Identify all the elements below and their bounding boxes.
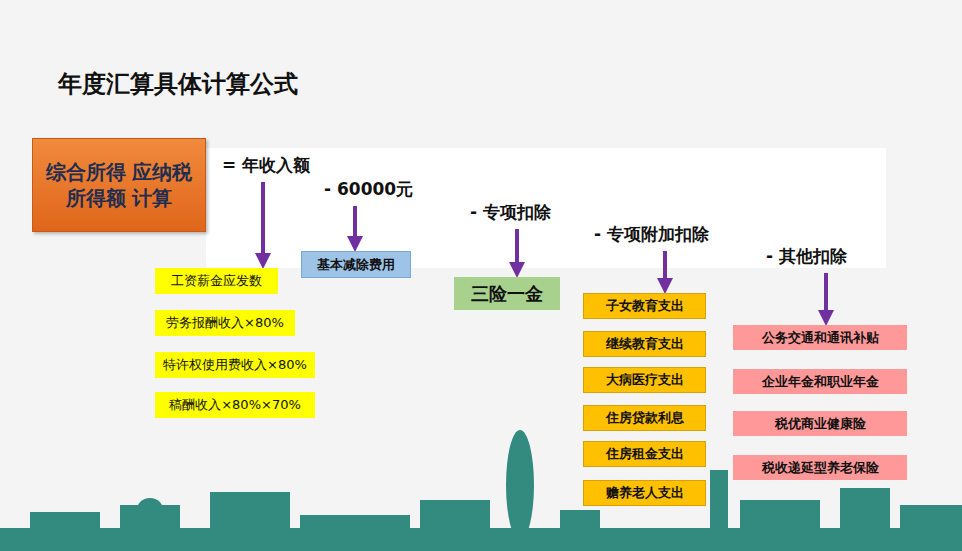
formula-term: - 专项附加扣除 — [586, 221, 717, 248]
down-arrow — [261, 182, 265, 265]
node-text: 赡养老人支出 — [606, 484, 684, 502]
node-text: 劳务报酬收入×80% — [166, 314, 284, 332]
node-text: 税优商业健康险 — [775, 415, 866, 433]
node-text: 特许权使用费收入×80% — [163, 356, 307, 374]
formula-heading-box: 综合所得 应纳税所得额 计算 — [32, 138, 206, 232]
white-band — [206, 148, 886, 268]
node-text: 工资薪金应发数 — [171, 272, 262, 290]
other-deduction-box: 企业年金和职业年金 — [733, 369, 907, 394]
node-text: 企业年金和职业年金 — [762, 373, 879, 391]
node-text: 继续教育支出 — [606, 335, 684, 353]
formula-term: = 年收入额 — [214, 152, 318, 179]
formula-term: - 专项扣除 — [462, 199, 559, 226]
node-text: 住房贷款利息 — [606, 409, 684, 427]
node-text: - 专项扣除 — [470, 201, 551, 224]
formula-term: - 60000元 — [316, 176, 421, 203]
other-deduction-box: 公务交通和通讯补贴 — [733, 325, 907, 350]
basic-deduction-box: 基本减除费用 — [301, 251, 411, 278]
special-deduction-box: 子女教育支出 — [583, 293, 706, 319]
special-deduction-box: 住房租金支出 — [583, 441, 706, 467]
city-skyline — [0, 430, 962, 551]
income-item-box: 稿酬收入×80%×70% — [155, 392, 315, 418]
node-text: 综合所得 应纳税所得额 计算 — [44, 159, 194, 211]
formula-term: - 其他扣除 — [758, 243, 855, 270]
node-text: = 年收入额 — [222, 154, 310, 177]
other-deduction-box: 税优商业健康险 — [733, 411, 907, 436]
node-text: - 其他扣除 — [766, 245, 847, 268]
down-arrow — [663, 251, 667, 290]
node-text: 基本减除费用 — [317, 256, 395, 274]
node-text: 稿酬收入×80%×70% — [169, 396, 301, 414]
node-text: - 专项附加扣除 — [594, 223, 709, 246]
special-deduction-box: 赡养老人支出 — [583, 480, 706, 506]
down-arrow — [353, 206, 357, 248]
special-deduction-total-box: 三险一金 — [454, 277, 560, 310]
node-text: 住房租金支出 — [606, 445, 684, 463]
node-text: 三险一金 — [471, 282, 543, 306]
node-text: 大病医疗支出 — [606, 371, 684, 389]
down-arrow — [515, 229, 519, 274]
special-deduction-box: 继续教育支出 — [583, 331, 706, 357]
node-text: 税收递延型养老保险 — [762, 459, 879, 477]
income-item-box: 工资薪金应发数 — [155, 268, 278, 294]
slide-title: 年度汇算具体计算公式 — [58, 68, 298, 100]
other-deduction-box: 税收递延型养老保险 — [733, 455, 907, 480]
node-text: 子女教育支出 — [606, 297, 684, 315]
income-item-box: 特许权使用费收入×80% — [155, 352, 315, 378]
down-arrow — [824, 273, 828, 322]
node-text: 公务交通和通讯补贴 — [762, 329, 879, 347]
income-item-box: 劳务报酬收入×80% — [155, 310, 295, 336]
special-deduction-box: 住房贷款利息 — [583, 405, 706, 431]
node-text: - 60000元 — [324, 178, 413, 201]
special-deduction-box: 大病医疗支出 — [583, 367, 706, 393]
